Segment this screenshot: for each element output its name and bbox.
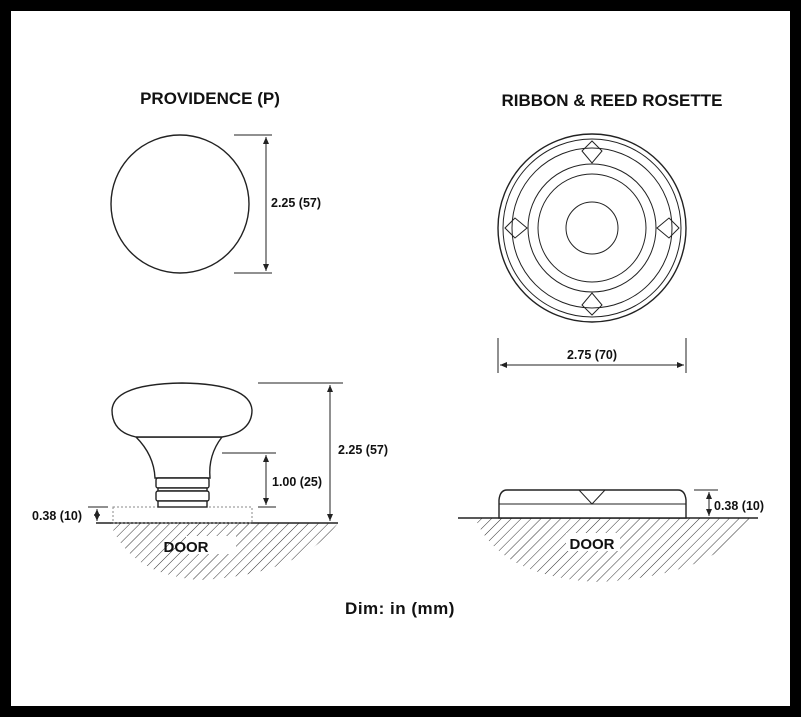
rosette-title: RIBBON & REED ROSETTE xyxy=(501,91,722,110)
projection-dimension: 2.25 (57) xyxy=(258,382,388,521)
left-rosette-thickness-dimension: 0.38 (10) xyxy=(32,506,108,523)
rosette-panel: RIBBON & REED ROSETTE 2.75 (70) DOOR xyxy=(458,91,764,582)
left-rosette-thickness-label: 0.38 (10) xyxy=(32,509,82,523)
knob-diameter-dimension: 2.25 (57) xyxy=(234,134,321,274)
units-note: Dim: in (mm) xyxy=(345,599,455,618)
knob-diameter-label: 2.25 (57) xyxy=(271,196,321,210)
knob-front-view xyxy=(110,134,250,274)
rosette-diameter-dimension: 2.75 (70) xyxy=(497,338,687,373)
providence-title: PROVIDENCE (P) xyxy=(140,89,280,108)
projection-label: 2.25 (57) xyxy=(338,443,388,457)
rosette-diameter-label: 2.75 (70) xyxy=(567,348,617,362)
drawing-sheet xyxy=(11,11,790,706)
knob-side-view xyxy=(111,382,253,508)
rosette-front-view xyxy=(497,133,687,323)
rosette-thickness-label: 0.38 (10) xyxy=(714,499,764,513)
rosette-thickness-dimension: 0.38 (10) xyxy=(694,489,764,516)
rosette-side-view xyxy=(498,489,687,519)
shank-dimension: 1.00 (25) xyxy=(222,452,322,508)
providence-panel: PROVIDENCE (P) 2.25 (57) DOOR 2.25 (57) xyxy=(32,89,388,580)
door-label: DOOR xyxy=(570,536,615,553)
shank-label: 1.00 (25) xyxy=(272,475,322,489)
door-label: DOOR xyxy=(164,539,209,556)
